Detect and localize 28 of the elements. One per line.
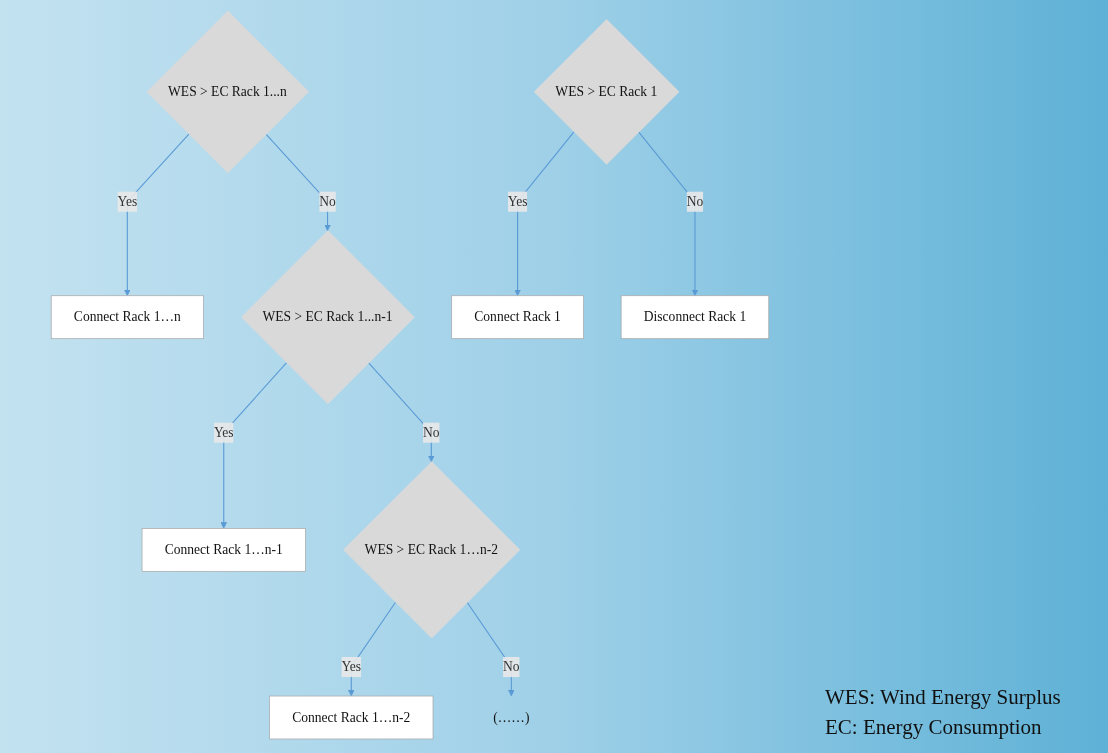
arrow [367,362,435,462]
node-box: Connect Rack 1…n-1 [141,528,306,572]
node-box: Connect Rack 1…n-2 [269,695,434,740]
node-box: Connect Rack 1 [451,295,584,340]
arrow [124,133,190,296]
edge-label: Yes [507,193,528,209]
note-text: WES: Wind Energy Surplus [825,684,1061,711]
node-diamond: WES > EC Rack 1…n-2 [343,461,521,639]
edge-label: No [423,424,440,440]
edge-label: Yes [213,424,234,440]
node-box: Connect Rack 1…n [50,295,204,340]
arrow [514,131,575,296]
arrow [347,601,397,697]
arrow [466,601,515,697]
node-diamond: WES > EC Rack 1...n-1 [241,230,415,405]
node-diamond: WES > EC Rack 1...n [146,10,309,174]
node-diamond: WES > EC Rack 1 [533,19,680,165]
edge-label: No [503,659,520,675]
arrow [638,131,699,296]
edge-label: Yes [117,193,138,209]
node-box: Disconnect Rack 1 [620,295,770,340]
edge-label: No [686,193,704,209]
edge-label: Yes [341,659,362,675]
arrow [220,362,288,529]
edge-label: No [319,193,336,209]
note-text: EC: Energy Consumption [825,714,1043,741]
arrow [265,133,331,231]
node-text: (……) [493,709,530,725]
